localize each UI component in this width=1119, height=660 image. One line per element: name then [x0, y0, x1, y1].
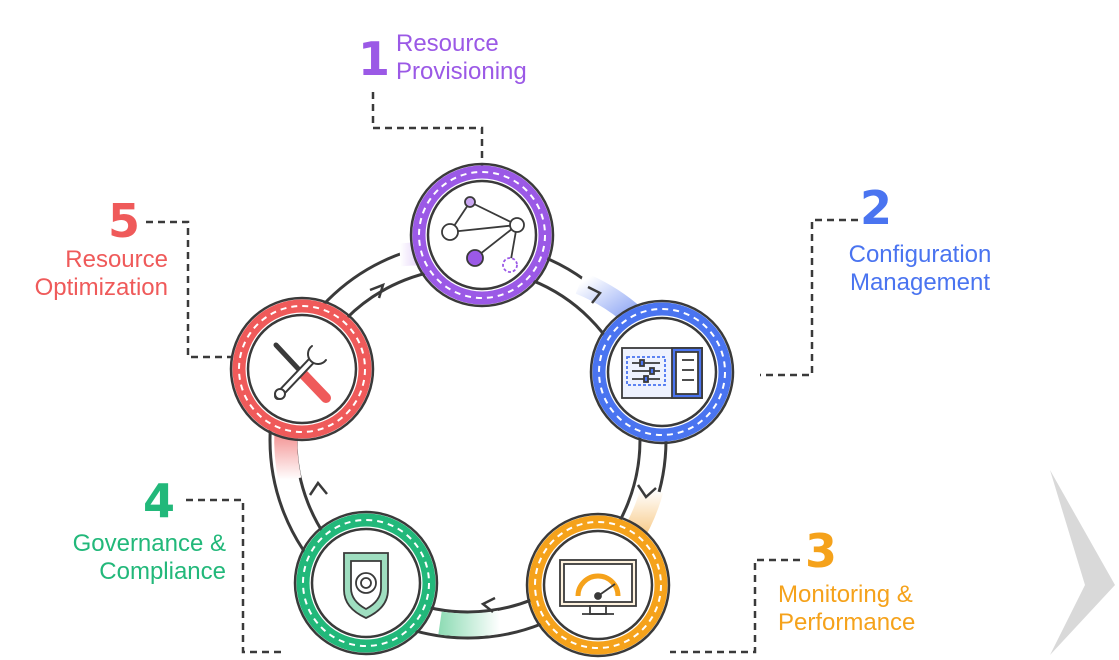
stage-1-title-line2: Provisioning — [396, 58, 527, 85]
stage-3-title-line1: Monitoring & — [778, 581, 913, 608]
stage-3-number: 3 — [805, 524, 838, 578]
connector-3 — [670, 558, 800, 654]
stage-4-node[interactable] — [293, 510, 439, 656]
connectors — [146, 92, 858, 654]
stage-5-title-line1: Resource — [65, 246, 168, 273]
stage-1-title-line1: Resource — [396, 30, 499, 57]
stage-2-title-line1: Configuration — [848, 241, 992, 268]
stage-5-node[interactable] — [229, 296, 375, 442]
arrow-3-4 — [480, 596, 496, 613]
wrench-screwdriver-icon — [273, 342, 331, 403]
stage-4-title-line1: Governance & — [72, 530, 226, 557]
arrow-1-2 — [587, 285, 602, 304]
stage-5-number: 5 — [108, 194, 141, 248]
stage-3-node[interactable] — [525, 512, 671, 658]
gauge-monitor-icon — [559, 559, 637, 615]
stage-4-title-line2: Compliance — [99, 558, 226, 585]
stage-2-number: 2 — [860, 181, 893, 235]
stage-3-title-line2: Performance — [778, 609, 916, 636]
stage-2-node[interactable] — [589, 299, 735, 445]
stage-1-number: 1 — [358, 32, 391, 86]
arrow-4-5 — [308, 480, 328, 496]
arrow-5-1 — [369, 282, 385, 299]
watermark-chevron — [1050, 470, 1115, 655]
stage-2-title-line2: Management — [849, 269, 991, 296]
connector-5 — [146, 220, 232, 359]
stage-1-node[interactable] — [409, 162, 555, 308]
connector-4 — [186, 498, 285, 654]
stage-4-number: 4 — [143, 474, 176, 528]
connector-2 — [760, 218, 858, 377]
settings-panel-icon — [621, 347, 703, 399]
stage-5-title-line2: Optimization — [34, 274, 168, 301]
connector-1 — [371, 92, 484, 170]
network-graph-icon — [441, 196, 525, 273]
arrow-2-3 — [636, 484, 657, 499]
shield-badge-icon — [343, 552, 389, 619]
